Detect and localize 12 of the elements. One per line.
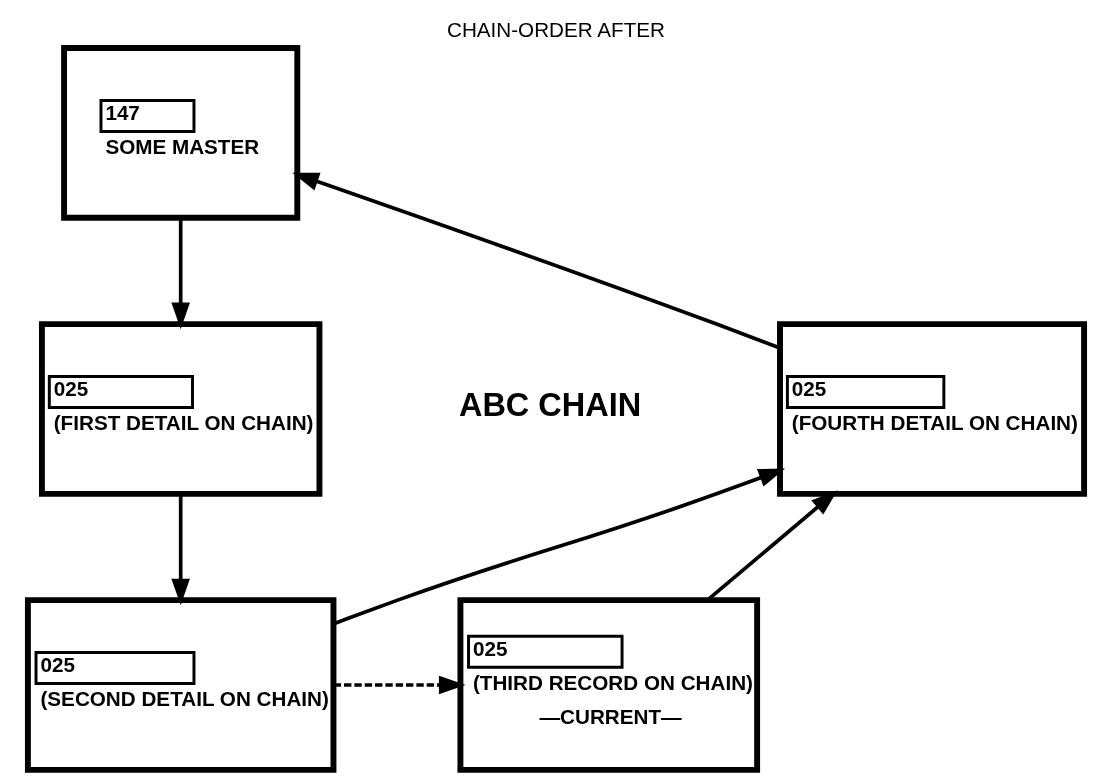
diagram-title: CHAIN-ORDER AFTER <box>446 17 666 41</box>
arrow <box>171 493 190 606</box>
arrow <box>333 675 466 695</box>
node-box: 025 (SECOND DETAIL ON CHAIN) <box>24 597 337 773</box>
node-box: 147 SOME MASTER <box>61 45 301 221</box>
node-box: 025 (FOURTH DETAIL ON CHAIN) <box>777 321 1088 497</box>
label: ABC CHAIN <box>458 386 642 423</box>
node-box: 025 (FIRST DETAIL ON CHAIN) <box>39 321 323 497</box>
arrow <box>333 468 786 626</box>
arrow <box>171 217 190 330</box>
node-box: 025 (THIRD RECORD ON CHAIN) —CURRENT— <box>457 597 761 773</box>
arrow <box>292 172 781 350</box>
